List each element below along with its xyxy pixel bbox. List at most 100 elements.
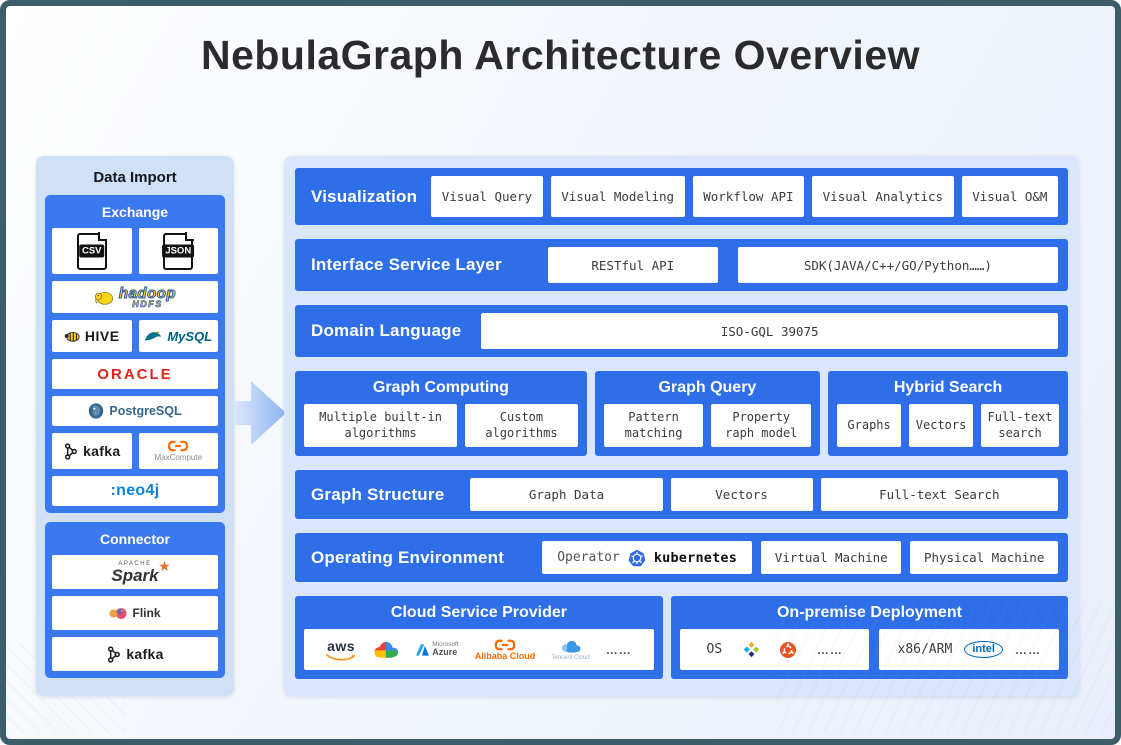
hadoop-elephant-icon xyxy=(94,291,113,305)
arch-strip: x86/ARM intel …… xyxy=(879,629,1059,670)
data-import-title: Data Import xyxy=(93,169,177,186)
aws-smile-icon xyxy=(326,653,356,661)
box-vectors: Vectors xyxy=(909,404,974,447)
group-onpremise-deployment: On-premise Deployment OS xyxy=(670,596,1068,679)
row-deployment: Cloud Service Provider aws xyxy=(295,596,1068,679)
kafka-icon xyxy=(108,645,121,663)
exchange-db-row2: kafka MaxCompute xyxy=(52,433,218,469)
domain-language-label: Domain Language xyxy=(311,321,462,340)
tencent-cloud-logo: Tencent Cloud xyxy=(551,639,590,661)
box-sdk: SDK(JAVA/C++/GO/Python……) xyxy=(737,247,1058,283)
kubernetes-label: kubernetes xyxy=(653,549,738,566)
exchange-item-hadoop: hadoop HDFS xyxy=(52,281,218,313)
exchange-item-kafka: kafka xyxy=(52,433,132,469)
row-compute-query-search: Graph Computing Multiple built-in algori… xyxy=(295,371,1068,456)
ubuntu-icon xyxy=(780,641,797,658)
box-visual-om: Visual O&M xyxy=(961,176,1059,217)
google-cloud-icon xyxy=(374,642,399,658)
exchange-item-neo4j: :neo4j xyxy=(52,476,218,506)
exchange-db-row1: HIVE MySQL xyxy=(52,320,218,352)
alibaba-bracket-icon xyxy=(494,639,516,650)
file-fold-corner xyxy=(184,232,194,241)
row-domain-language: Domain Language ISO-GQL 39075 xyxy=(295,305,1068,357)
intel-logo: intel xyxy=(964,640,1003,659)
csv-label: CSV xyxy=(78,244,105,258)
box-custom-algorithms: Custom algorithms xyxy=(465,404,578,447)
exchange-item-hive: HIVE xyxy=(52,320,132,352)
aws-logo: aws xyxy=(326,639,356,661)
interface-label: Interface Service Layer xyxy=(311,255,502,274)
operator-label: Operator xyxy=(557,550,620,565)
json-label: JSON xyxy=(162,244,195,258)
alibaba-cloud-logo: Alibaba Cloud xyxy=(475,639,535,661)
azure-triangle-icon xyxy=(416,643,430,656)
spark-star-icon: ★ xyxy=(158,557,171,574)
exchange-file-row: CSV JSON xyxy=(52,228,218,274)
spark-logo: APACHE Spark ★ xyxy=(111,557,171,585)
maxcompute-bracket-icon xyxy=(168,440,189,452)
visualization-label: Visualization xyxy=(311,186,418,206)
os-strip: OS xyxy=(679,629,870,670)
exchange-item-maxcompute: MaxCompute xyxy=(138,433,218,469)
operating-env-label: Operating Environment xyxy=(311,547,505,567)
box-workflow-api: Workflow API xyxy=(692,176,805,217)
row-visualization: Visualization Visual Query Visual Modeli… xyxy=(295,168,1068,225)
json-file-icon: JSON xyxy=(162,232,195,270)
connector-item-kafka: kafka xyxy=(52,637,218,671)
flink-squirrel-icon xyxy=(109,607,128,619)
exchange-item-json: JSON xyxy=(138,228,218,274)
exchange-item-csv: CSV xyxy=(52,228,132,274)
box-builtin-algorithms: Multiple built-in algorithms xyxy=(304,404,458,447)
hive-bee-icon xyxy=(64,331,80,342)
connector-item-flink: Flink xyxy=(52,596,218,630)
box-restful-api: RESTful API xyxy=(547,247,718,283)
kafka-icon xyxy=(65,442,78,460)
exchange-item-oracle: ORACLE xyxy=(52,359,218,389)
box-virtual-machine: Virtual Machine xyxy=(761,541,902,574)
arch-label: x86/ARM xyxy=(897,642,953,657)
exchange-title: Exchange xyxy=(101,204,169,220)
row-graph-structure: Graph Structure Graph Data Vectors Full-… xyxy=(295,470,1068,519)
box-graph-data: Graph Data xyxy=(470,478,663,511)
exchange-item-mysql: MySQL xyxy=(138,320,218,352)
arch-more-dots: …… xyxy=(1014,642,1041,657)
row-operating-environment: Operating Environment Operator kubernete… xyxy=(295,533,1068,582)
data-import-panel: Data Import Exchange CSV JSON xyxy=(36,156,234,696)
exchange-item-postgresql: PostgreSQL xyxy=(52,396,218,426)
flow-arrow-icon xyxy=(234,381,286,445)
box-iso-gql: ISO-GQL 39075 xyxy=(481,313,1058,349)
page-title: NebulaGraph Architecture Overview xyxy=(200,32,921,78)
os-label: OS xyxy=(706,642,723,657)
group-graph-computing: Graph Computing Multiple built-in algori… xyxy=(295,371,587,456)
centos-icon xyxy=(743,641,759,658)
row-interface-service-layer: Interface Service Layer RESTful API SDK(… xyxy=(295,239,1068,291)
box-structure-fulltext: Full-text Search xyxy=(820,478,1059,511)
exchange-section: Exchange CSV JSON xyxy=(45,195,225,513)
box-operator-kubernetes: Operator kubernetes xyxy=(542,541,753,574)
box-fulltext-search: Full-text search xyxy=(981,404,1059,447)
box-graphs: Graphs xyxy=(837,404,902,447)
os-more-dots: …… xyxy=(816,642,843,657)
box-structure-vectors: Vectors xyxy=(670,478,813,511)
box-visual-analytics: Visual Analytics xyxy=(812,176,954,217)
postgresql-elephant-icon xyxy=(89,403,104,419)
connector-item-spark: APACHE Spark ★ xyxy=(52,555,218,589)
group-hybrid-search: Hybrid Search Graphs Vectors Full-text s… xyxy=(828,371,1068,456)
architecture-panel: Visualization Visual Query Visual Modeli… xyxy=(284,156,1079,696)
cloud-more-dots: …… xyxy=(605,642,632,657)
csv-file-icon: CSV xyxy=(76,232,108,270)
group-graph-query: Graph Query Pattern matching Property ra… xyxy=(594,371,821,456)
file-fold-corner xyxy=(98,232,108,241)
connector-title: Connector xyxy=(100,531,170,547)
mysql-dolphin-icon xyxy=(145,331,162,341)
box-pattern-matching: Pattern matching xyxy=(603,404,704,447)
box-visual-query: Visual Query xyxy=(431,176,543,217)
box-visual-modeling: Visual Modeling xyxy=(550,176,685,217)
kubernetes-icon xyxy=(628,549,646,566)
group-cloud-service-provider: Cloud Service Provider aws xyxy=(295,596,663,679)
box-property-graph-model: Property raph model xyxy=(711,404,812,447)
connector-section: Connector APACHE Spark ★ Flink xyxy=(45,522,225,678)
hadoop-logo: hadoop HDFS xyxy=(118,284,177,309)
azure-logo: Microsoft Azure xyxy=(416,641,459,658)
